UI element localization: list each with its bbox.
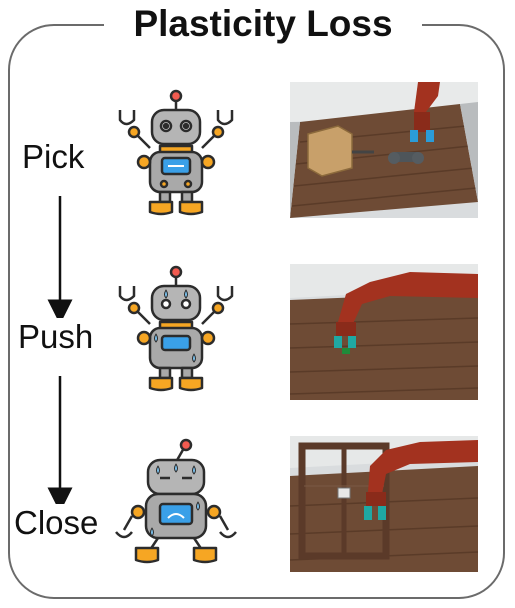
- robot-arm-pick-scene: [290, 82, 478, 218]
- diagram-title: Plasticity Loss: [104, 0, 422, 48]
- happy-robot-icon: [118, 89, 234, 216]
- step-label-pick: Pick: [22, 138, 85, 176]
- step-label-close: Close: [14, 504, 99, 542]
- sweating-robot-icon: [118, 265, 234, 392]
- exhausted-robot-icon: [115, 438, 237, 564]
- robot-arm-push-scene: [290, 264, 478, 400]
- robot-arm-close-window-scene: [290, 436, 478, 572]
- step-label-push: Push: [18, 318, 94, 356]
